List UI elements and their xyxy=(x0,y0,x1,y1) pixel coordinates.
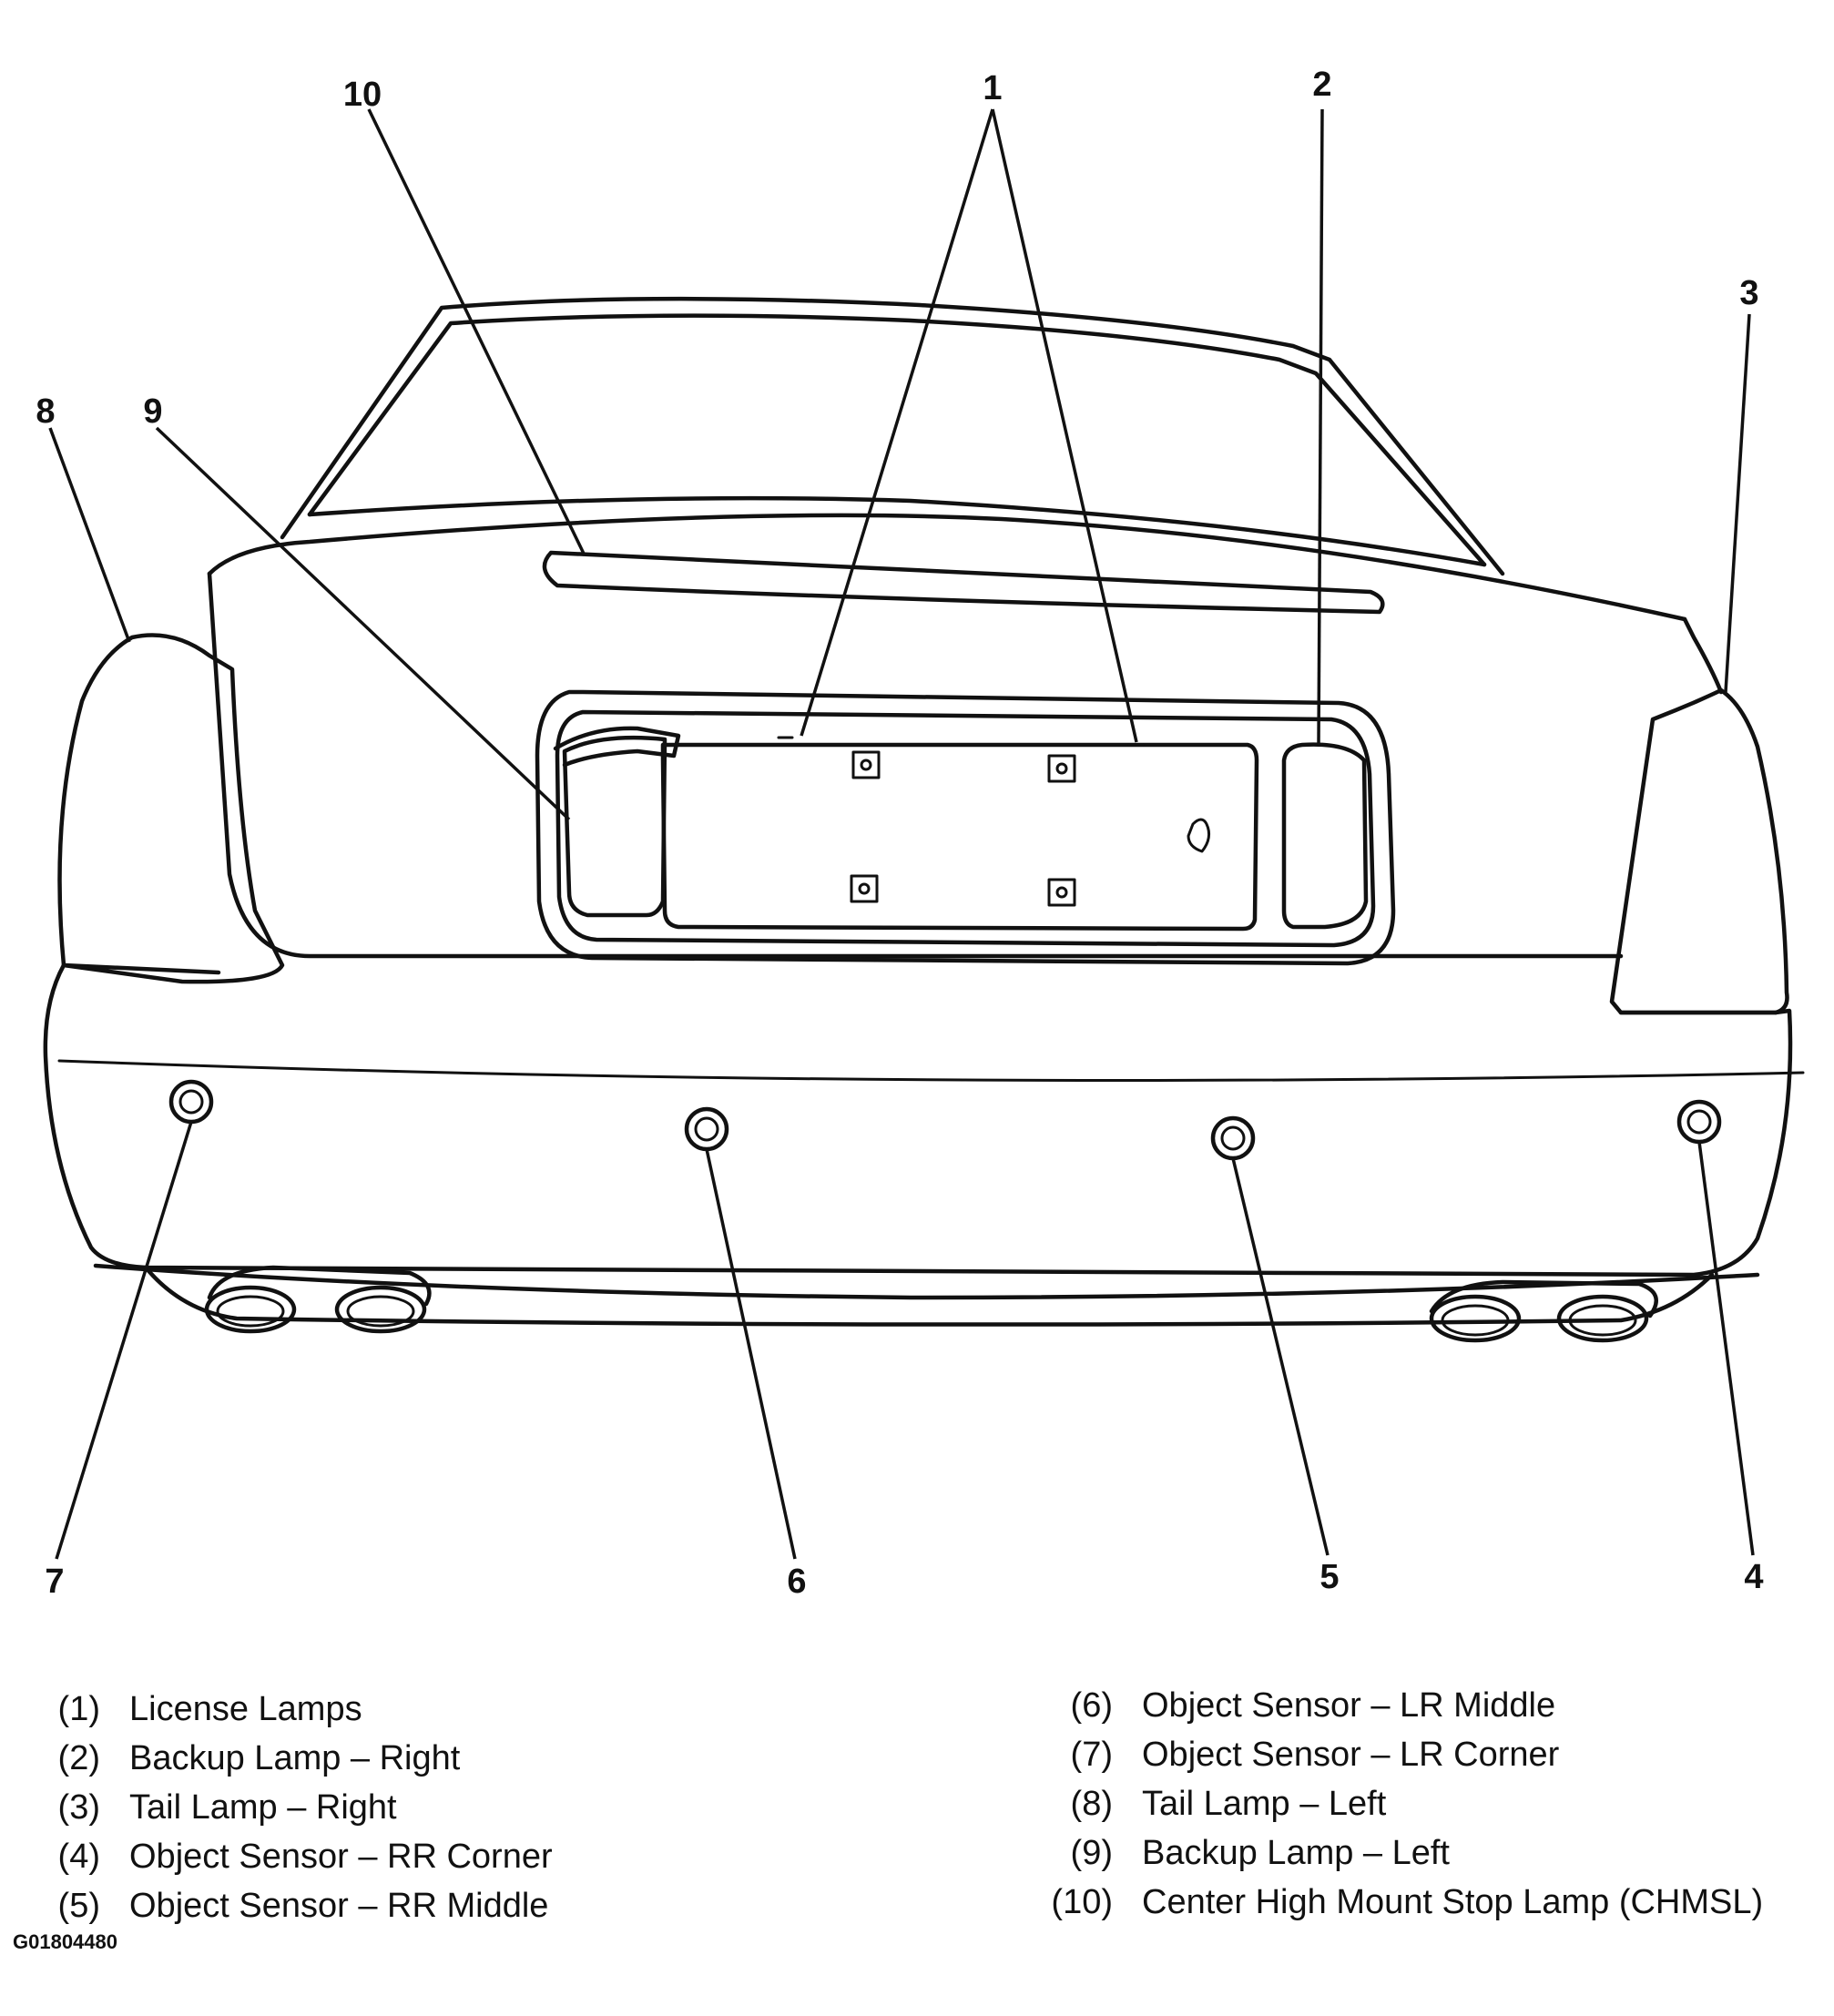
callout-number-1: 1 xyxy=(983,69,1003,107)
leader-9 xyxy=(155,426,571,821)
callout-number-7: 7 xyxy=(45,1563,65,1601)
legend-index: (8) xyxy=(1070,1785,1113,1823)
legend-index: (3) xyxy=(57,1788,100,1827)
callout-number-8: 8 xyxy=(36,392,56,431)
leader-2 xyxy=(1317,108,1324,746)
legend-index: (1) xyxy=(57,1690,100,1728)
legend-index: (5) xyxy=(57,1887,100,1925)
legend-label: Tail Lamp – Left xyxy=(1142,1785,1387,1823)
legend-label: Backup Lamp – Right xyxy=(129,1739,461,1777)
legend-index: (7) xyxy=(1070,1736,1113,1774)
legend-label: Center High Mount Stop Lamp (CHMSL) xyxy=(1142,1883,1764,1921)
callout-number-3: 3 xyxy=(1739,274,1759,312)
leader-7 xyxy=(55,1121,193,1560)
callout-leaders xyxy=(48,108,1755,1560)
legend-label: Object Sensor – LR Middle xyxy=(1142,1686,1556,1725)
leader-3 xyxy=(1724,313,1751,693)
rear-window xyxy=(280,296,1505,576)
callout-number-6: 6 xyxy=(787,1563,807,1601)
tail-lamp-left xyxy=(57,633,285,984)
legend-index: (10) xyxy=(1051,1883,1113,1921)
vehicle-rear-diagram xyxy=(43,108,1805,1560)
tail-lamp-right xyxy=(1609,687,1789,1015)
callout-number-4: 4 xyxy=(1744,1558,1764,1596)
trunk-lid xyxy=(207,513,1724,959)
figure-id: G01804480 xyxy=(13,1930,117,1953)
leader-10 xyxy=(367,108,586,556)
leader-8 xyxy=(48,427,131,643)
legend-index: (2) xyxy=(57,1739,100,1777)
backup-lamp-right xyxy=(1281,742,1369,930)
rear-bumper xyxy=(43,962,1805,1327)
license-plate-recess xyxy=(535,689,1396,966)
legend-label: Object Sensor – RR Middle xyxy=(129,1887,549,1925)
object-sensor-lr-corner xyxy=(168,1079,214,1125)
leader-6 xyxy=(705,1148,797,1560)
object-sensor-rr-middle xyxy=(1210,1115,1256,1161)
leader-5 xyxy=(1231,1157,1330,1556)
legend-label: Backup Lamp – Left xyxy=(1142,1834,1450,1872)
legend-label: Tail Lamp – Right xyxy=(129,1788,397,1827)
chmsl-lamp xyxy=(542,550,1385,615)
legend-index: (4) xyxy=(57,1838,100,1876)
backup-lamp-left xyxy=(553,726,681,918)
object-sensor-lr-middle xyxy=(684,1106,729,1152)
object-sensor-rr-corner xyxy=(1676,1099,1722,1145)
callout-number-5: 5 xyxy=(1319,1558,1340,1596)
legend-label: Object Sensor – RR Corner xyxy=(129,1838,553,1876)
callout-number-2: 2 xyxy=(1312,66,1332,104)
leader-1a xyxy=(800,108,994,737)
legend-label: Object Sensor – LR Corner xyxy=(1142,1736,1560,1774)
exhaust-tips xyxy=(204,1265,1658,1343)
legend-index: (6) xyxy=(1070,1686,1113,1725)
legend-index: (9) xyxy=(1070,1834,1113,1872)
legend-label: License Lamps xyxy=(129,1690,362,1728)
callout-number-9: 9 xyxy=(143,392,163,431)
leader-1b xyxy=(991,108,1138,743)
leader-4 xyxy=(1697,1141,1755,1556)
callout-number-10: 10 xyxy=(342,76,382,114)
